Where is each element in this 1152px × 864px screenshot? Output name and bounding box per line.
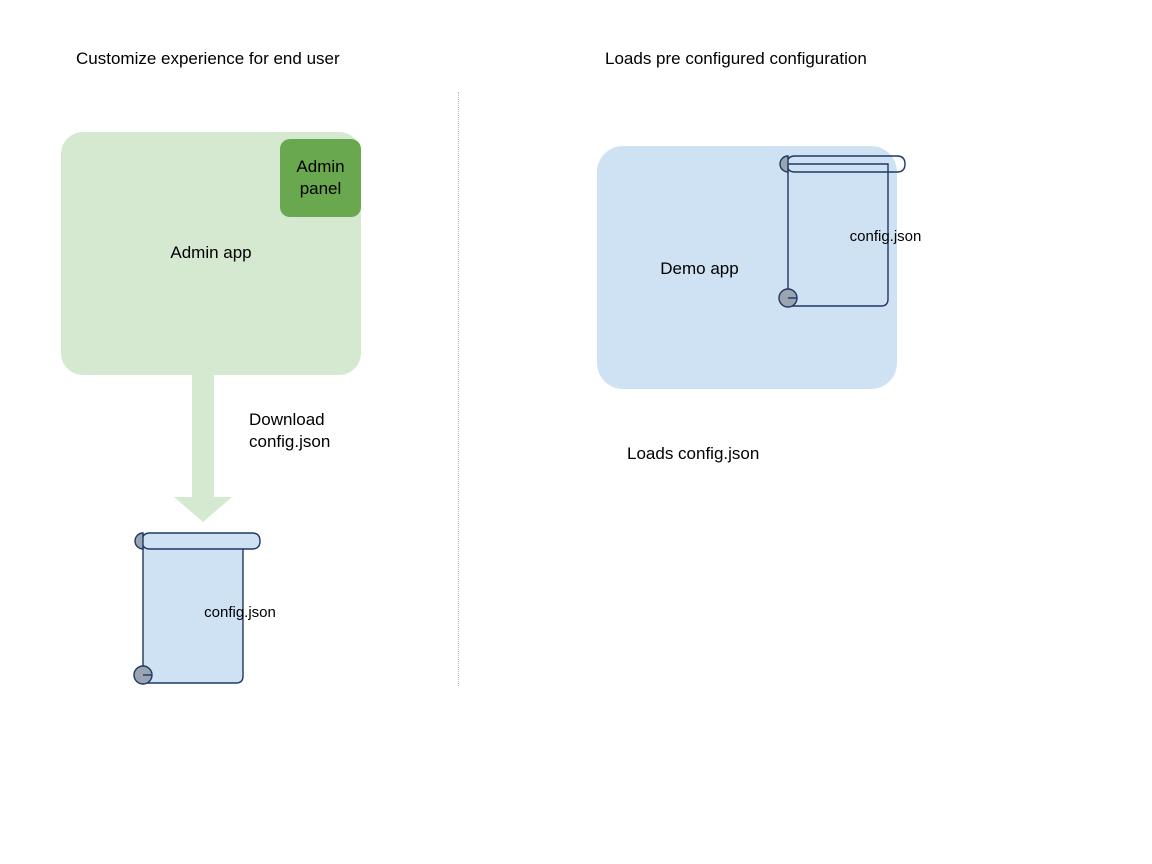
left-column-heading: Customize experience for end user [76,49,340,68]
admin-panel-label: Admin panel [296,157,345,198]
config-json-document-left[interactable]: config.json [118,528,276,693]
config-json-document-right[interactable]: config.json [763,151,921,316]
admin-app-label: Admin app [170,243,252,262]
admin-app-box[interactable]: Admin app Admin panel [61,132,361,375]
column-divider [458,92,459,686]
download-arrow-label: Download config.json [249,410,331,451]
download-arrow-icon [170,370,240,528]
config-json-label-right: config.json [849,228,922,245]
admin-panel-badge[interactable]: Admin panel [280,139,361,217]
demo-app-label: Demo app [660,259,739,278]
right-column-heading: Loads pre configured configuration [605,49,867,68]
config-json-label-left: config.json [204,604,276,621]
loads-config-caption: Loads config.json [627,444,760,463]
demo-app-box[interactable] [597,146,897,389]
